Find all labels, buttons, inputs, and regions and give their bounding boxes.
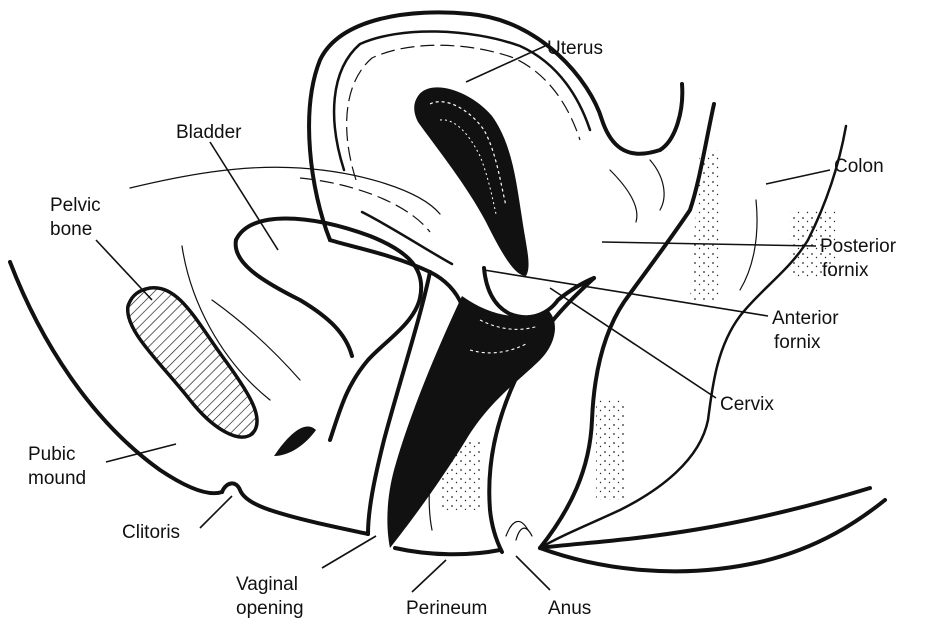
pelvic-bone <box>128 288 257 437</box>
label-posterior-fornix-line1: Posterior <box>820 236 897 257</box>
label-pubic-mound-line2: mound <box>28 468 86 489</box>
label-anus: Anus <box>548 598 591 619</box>
label-perineum: Perineum <box>406 598 487 619</box>
leader-pubic-mound <box>106 444 176 462</box>
label-cervix: Cervix <box>720 394 774 415</box>
label-colon: Colon <box>834 156 884 177</box>
label-posterior-fornix-line2: fornix <box>822 260 869 281</box>
label-pubic-mound-line1: Pubic <box>28 444 76 465</box>
label-anterior-fornix-line2: fornix <box>774 332 821 353</box>
leader-anus <box>516 556 550 590</box>
leader-anterior-fornix <box>484 270 768 316</box>
label-vaginal-opening-line2: opening <box>236 598 304 619</box>
leader-vaginal-opening <box>322 536 376 568</box>
vagina-region <box>368 268 594 552</box>
label-clitoris: Clitoris <box>122 522 180 543</box>
leader-colon <box>766 170 830 184</box>
label-pelvic-bone-line1: Pelvic <box>50 195 101 216</box>
leader-perineum <box>412 560 446 592</box>
label-pelvic-bone-line2: bone <box>50 219 92 240</box>
label-anterior-fornix-line1: Anterior <box>772 308 839 329</box>
label-bladder: Bladder <box>176 122 242 143</box>
leader-cervix <box>550 288 716 398</box>
leader-clitoris <box>200 496 232 528</box>
label-uterus: Uterus <box>547 38 603 59</box>
label-vaginal-opening-line1: Vaginal <box>236 574 298 595</box>
leader-pelvic-bone <box>96 240 152 300</box>
leader-bladder <box>210 142 278 250</box>
leader-uterus <box>466 46 545 82</box>
